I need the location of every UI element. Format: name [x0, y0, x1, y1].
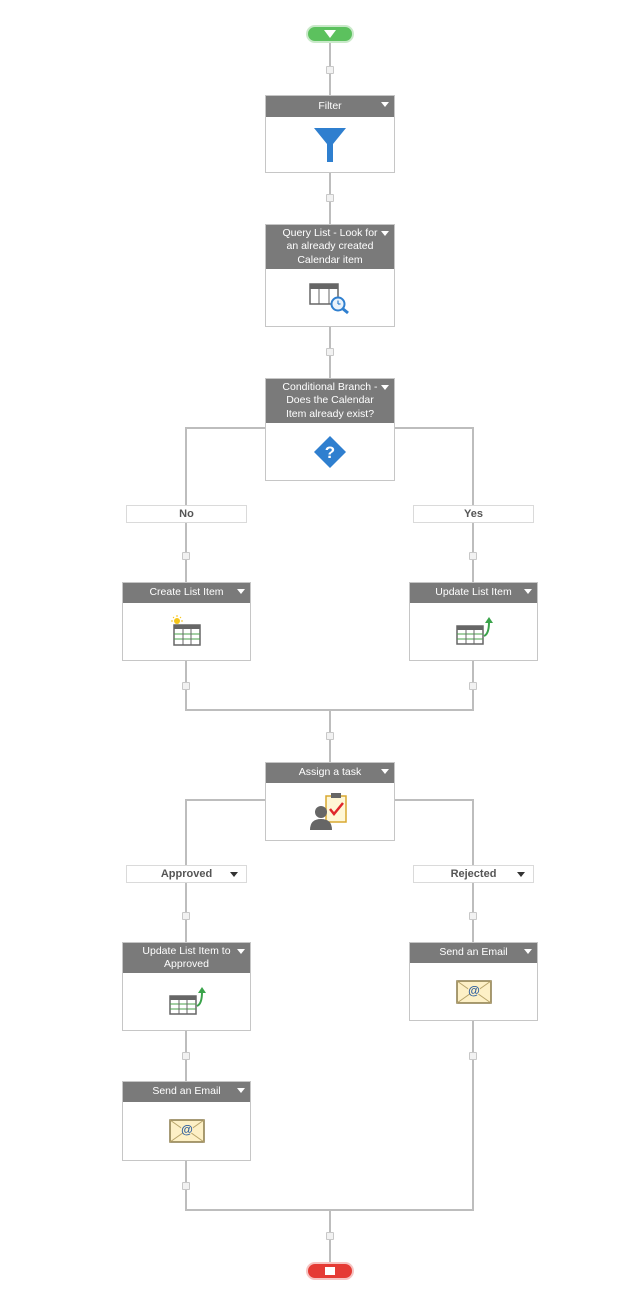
action-header[interactable]: Update List Item — [410, 583, 537, 603]
action-title: Send an Email — [439, 946, 508, 959]
branch-label-approved[interactable]: Approved — [126, 865, 247, 883]
connector-dot — [182, 912, 190, 920]
action-menu-caret-icon[interactable] — [524, 589, 532, 594]
action-title: Update List Item to Approved — [142, 944, 231, 971]
connector-dot — [182, 1052, 190, 1060]
connector-dot — [326, 732, 334, 740]
action-title: Query List - Look for an already created… — [282, 226, 378, 266]
action-assign-task[interactable]: Assign a task — [265, 762, 395, 841]
action-menu-caret-icon[interactable] — [524, 949, 532, 954]
action-title: Filter — [318, 99, 342, 112]
branch-menu-caret-icon[interactable] — [517, 872, 525, 877]
connector-dot — [326, 66, 334, 74]
email-envelope-icon: @ — [455, 979, 492, 1004]
branch-label-yes[interactable]: Yes — [413, 505, 534, 523]
action-title: Send an Email — [152, 1085, 221, 1098]
action-header[interactable]: Send an Email — [410, 943, 537, 963]
action-header[interactable]: Query List - Look for an already created… — [266, 225, 394, 269]
connector-dot — [469, 682, 477, 690]
question-diamond-icon: ? — [314, 435, 346, 468]
action-header[interactable]: Send an Email — [123, 1082, 250, 1102]
action-header[interactable]: Create List Item — [123, 583, 250, 603]
update-list-item-icon — [168, 986, 206, 1015]
action-update-list-item-approved[interactable]: Update List Item to Approved — [122, 942, 251, 1031]
connector-dot — [469, 912, 477, 920]
action-query-list[interactable]: Query List - Look for an already created… — [265, 224, 395, 327]
branch-label-text: Rejected — [450, 868, 497, 880]
action-update-list-item[interactable]: Update List Item — [409, 582, 538, 661]
branch-label-no[interactable]: No — [126, 505, 247, 523]
action-menu-caret-icon[interactable] — [381, 231, 389, 236]
action-header[interactable]: Update List Item to Approved — [123, 943, 250, 973]
workflow-end[interactable] — [306, 1262, 354, 1280]
connector-dot — [182, 1182, 190, 1190]
action-menu-caret-icon[interactable] — [381, 769, 389, 774]
create-list-item-icon — [170, 614, 201, 646]
svg-text:?: ? — [325, 443, 335, 462]
workflow-start[interactable] — [306, 25, 354, 43]
action-header[interactable]: Filter — [266, 96, 394, 117]
branch-menu-caret-icon[interactable] — [230, 872, 238, 877]
svg-text:@: @ — [468, 983, 480, 997]
filter-funnel-icon — [314, 127, 346, 162]
action-menu-caret-icon[interactable] — [237, 1088, 245, 1093]
action-filter[interactable]: Filter — [265, 95, 395, 173]
end-stop-icon — [325, 1267, 335, 1275]
connector-dot — [326, 1232, 334, 1240]
branch-label-rejected[interactable]: Rejected — [413, 865, 534, 883]
branch-label-text: No — [179, 508, 194, 520]
connector-dot — [182, 552, 190, 560]
action-send-email-rejected[interactable]: Send an Email @ — [409, 942, 538, 1021]
branch-label-text: Yes — [464, 508, 483, 520]
connector-dot — [326, 348, 334, 356]
start-play-icon — [324, 30, 336, 38]
connector-dot — [469, 1052, 477, 1060]
svg-text:@: @ — [181, 1123, 193, 1137]
connector-dot — [469, 552, 477, 560]
connector-dot — [326, 194, 334, 202]
branch-label-text: Approved — [160, 868, 213, 880]
update-list-item-icon — [455, 616, 493, 645]
action-conditional-branch[interactable]: Conditional Branch - Does the Calendar I… — [265, 378, 395, 481]
action-header[interactable]: Assign a task — [266, 763, 394, 783]
action-create-list-item[interactable]: Create List Item — [122, 582, 251, 661]
action-menu-caret-icon[interactable] — [237, 589, 245, 594]
action-send-email-approved[interactable]: Send an Email @ — [122, 1081, 251, 1161]
action-menu-caret-icon[interactable] — [381, 385, 389, 390]
action-menu-caret-icon[interactable] — [381, 102, 389, 107]
action-title: Update List Item — [435, 586, 512, 599]
action-title: Assign a task — [298, 766, 362, 779]
action-menu-caret-icon[interactable] — [237, 949, 245, 954]
email-envelope-icon: @ — [168, 1119, 205, 1143]
action-title: Create List Item — [149, 586, 224, 599]
action-title: Conditional Branch - Does the Calendar I… — [282, 380, 378, 420]
assign-task-icon — [310, 792, 347, 830]
query-list-icon — [309, 282, 349, 314]
connector-dot — [182, 682, 190, 690]
action-header[interactable]: Conditional Branch - Does the Calendar I… — [266, 379, 394, 423]
